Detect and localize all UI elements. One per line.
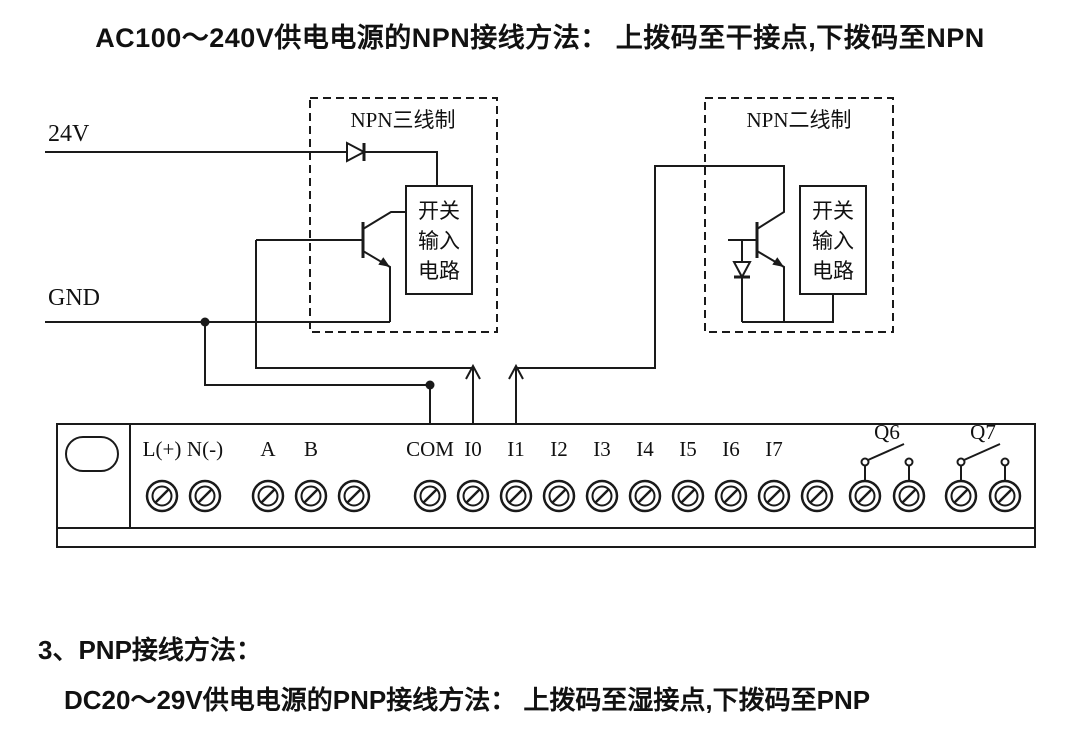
screw-terminal [671,479,705,513]
screw-terminal [757,479,791,513]
diode-icon [346,141,367,163]
terminal-label: I5 [679,437,697,461]
terminal-label: L(+) [143,437,182,461]
rail-label-24v: 24V [48,121,90,147]
diode-triangle [732,261,752,280]
screw-terminal [499,479,533,513]
input-circuit-text: 电路 [418,259,460,283]
sensor-box-three-wire: NPN三线制 开关 输入 电路 [256,97,498,333]
input-circuit-text: 开关 [418,199,460,223]
wires [45,151,785,424]
wire-i1-to-sensor2 [516,165,785,369]
terminal-label: I3 [593,437,611,461]
screw-terminal [188,479,222,513]
wiring-diagram: 24V GND NPN三线制 开关 输入 电路 [45,97,1036,548]
relay-switch-q7: Q7 [956,420,1010,481]
contact-dot [860,457,870,467]
screw-terminal [251,479,285,513]
terminal-label: I1 [507,437,525,461]
sensor-box-two-wire: NPN二线制 开关 输入 电路 [704,97,894,333]
switch-blade [963,443,1001,461]
transistor-collector [362,211,406,230]
contact-dot [1000,457,1010,467]
rail-label-gnd: GND [48,285,100,311]
pnp-wiring-description: DC20～29V供电电源的PNP接线方法： 上拨码至湿接点,下拨码至PNP [64,685,871,715]
screw-terminal-row [145,479,1022,513]
diode-triangle [346,141,367,163]
terminal-strip-body [56,423,1036,529]
screw-terminal [892,479,926,513]
screw-terminal [848,479,882,513]
screw-terminal [413,479,447,513]
sensor-box-title: NPN三线制 [350,108,455,132]
terminal-strip-flange [56,527,1036,548]
input-circuit-text: 电路 [812,259,854,283]
switch-blade [867,443,905,461]
junction-dot [200,317,210,327]
terminal-label: COM [406,437,454,461]
screw-terminal [585,479,619,513]
transistor-npn-icon [256,211,406,322]
transistor-npn-icon [728,222,785,322]
arrow-up-i0-icon [465,363,481,380]
dashed-border [704,97,894,333]
input-circuit-box [405,185,473,295]
terminal-label: I2 [550,437,568,461]
screw-terminal [145,479,179,513]
terminal-label: I6 [722,437,740,461]
screw-terminal [628,479,662,513]
wire-signal-to-i0 [255,240,473,369]
screw-terminal [337,479,371,513]
wire-gnd-to-com [204,322,431,424]
terminal-label: I0 [464,437,482,461]
input-circuit-text: 输入 [418,229,460,253]
emitter-arrow-icon [772,257,784,267]
arrow-up-i1-icon [508,363,524,380]
screw-terminal [988,479,1022,513]
page-title: AC100～240V供电电源的NPN接线方法： 上拨码至干接点,下拨码至NPN [95,23,985,53]
contact-dot [956,457,966,467]
screw-terminal [714,479,748,513]
relay-label: Q6 [874,420,900,444]
screw-terminal [542,479,576,513]
terminal-block: L(+) N(-) A B COM I0 I1 I2 I3 I4 I5 I6 I… [56,420,1036,548]
diode-icon [732,240,752,322]
terminal-label: A [260,437,276,461]
relay-label: Q7 [970,420,996,444]
mounting-slot [65,436,119,472]
screw-terminal [944,479,978,513]
screw-terminal [456,479,490,513]
emitter-arrow-icon [378,257,390,267]
junction-dot [425,380,435,390]
wire-24v-to-circuit [364,151,438,186]
section-heading-pnp: 3、PNP接线方法： [38,635,262,665]
terminal-label: B [304,437,318,461]
contact-dot [904,457,914,467]
screw-terminal [294,479,328,513]
screw-terminal [800,479,834,513]
dashed-border [309,97,498,333]
terminal-label: N(-) [187,437,223,461]
terminal-label: I7 [765,437,783,461]
input-circuit-text: 输入 [812,229,854,253]
input-circuit-text: 开关 [812,199,854,223]
wire-sensor2-bottom [742,294,834,323]
terminal-label: I4 [636,437,654,461]
sensor-box-title: NPN二线制 [746,108,851,132]
relay-switch-q6: Q6 [860,420,914,481]
